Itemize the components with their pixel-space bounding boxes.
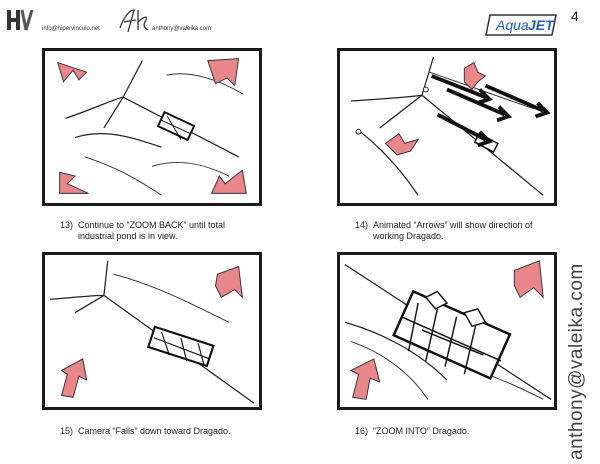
frame-13-sketch xyxy=(56,58,247,196)
arrow-top-left xyxy=(56,61,88,83)
email-right[interactable]: anthony@valeika.com xyxy=(152,26,212,32)
direction-arrow xyxy=(446,87,513,123)
page-number: 4 xyxy=(571,8,579,24)
arrow-bottom-left xyxy=(349,358,381,400)
arrow-bottom-left xyxy=(60,358,88,398)
arrow-bottom-right xyxy=(210,169,247,194)
valeika-signature-logo xyxy=(119,9,149,33)
svg-text:Aqua: Aqua xyxy=(495,17,529,33)
caption-14: 14)Animated “Arrows” will show direction… xyxy=(355,220,533,241)
arrow-top-right xyxy=(207,58,240,87)
arrow-pink-left xyxy=(384,133,420,156)
caption-15: 15)Camera “Falls” down toward Dragado. xyxy=(60,426,231,436)
storyboard-frame-15 xyxy=(42,252,262,410)
email-left[interactable]: info@hipervinculo.net xyxy=(42,26,100,32)
storyboard-frame-14 xyxy=(337,48,557,206)
storyboard-frame-16 xyxy=(337,252,557,410)
frame-14-sketch xyxy=(350,56,551,196)
frame-16-sketch xyxy=(344,260,552,400)
caption-16: 16)“ZOOM INTO” Dragado. xyxy=(355,426,470,436)
side-email: anthony@valeika.com xyxy=(566,263,587,460)
arrow-pink-top xyxy=(463,61,487,91)
arrow-bottom-left xyxy=(59,171,89,194)
svg-text:JET: JET xyxy=(528,17,555,33)
hipervinculo-logo xyxy=(7,9,34,31)
caption-13: 13)Continue to “ZOOM BACK” until total i… xyxy=(60,220,226,241)
arrow-top-right xyxy=(214,265,244,299)
direction-arrow xyxy=(484,83,551,119)
storyboard-frame-13 xyxy=(42,48,262,206)
frame-15-sketch xyxy=(49,260,255,404)
direction-arrow xyxy=(430,74,493,105)
arrow-top-right xyxy=(513,260,544,299)
aqua-jet-logo: Aqua JET xyxy=(485,14,557,36)
direction-arrow xyxy=(436,112,493,148)
